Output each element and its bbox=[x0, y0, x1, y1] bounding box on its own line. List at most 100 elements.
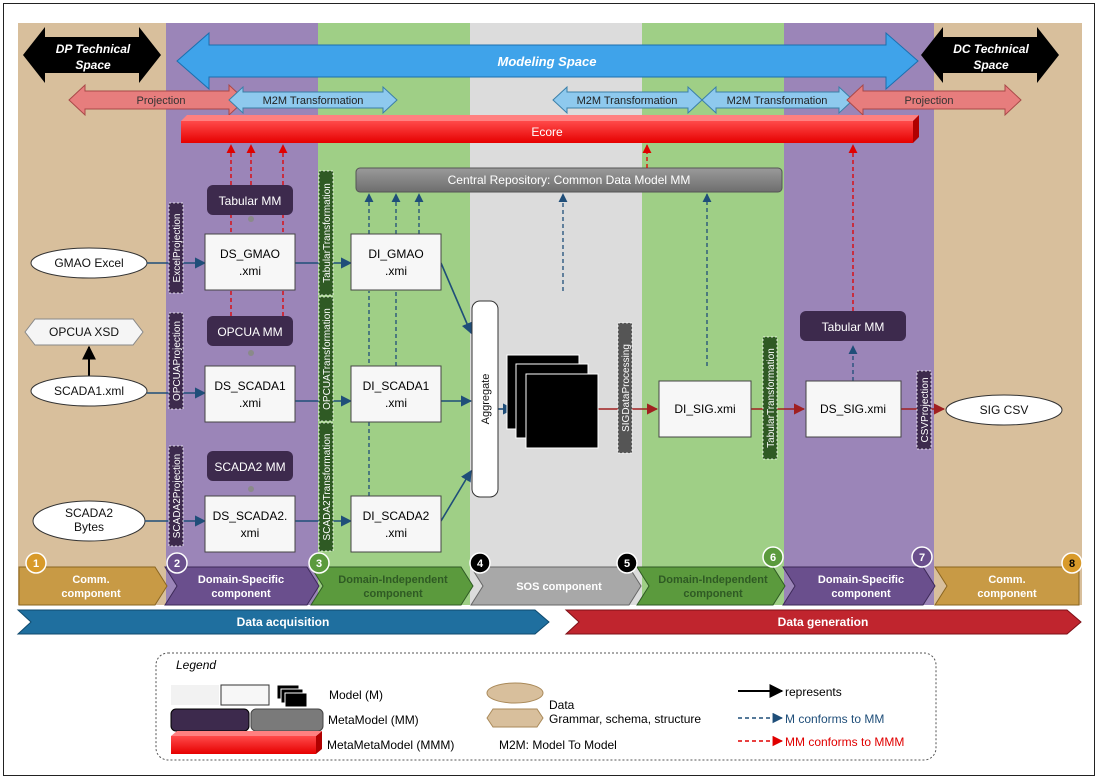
ecore-bar bbox=[181, 121, 913, 143]
tabular-mm-label: Tabular MM bbox=[219, 194, 282, 208]
legend-box bbox=[155, 652, 937, 761]
ds-scada2-model bbox=[204, 495, 296, 553]
dp-technical-space-arrow bbox=[23, 27, 161, 83]
sig-csv-data bbox=[945, 394, 1063, 426]
opcua-xsd-schema bbox=[24, 318, 144, 346]
legend-title: Legend bbox=[176, 658, 216, 672]
csv-projection-box bbox=[916, 370, 932, 450]
component-number-badge bbox=[1061, 552, 1083, 574]
component-number-badge bbox=[469, 552, 491, 574]
tabular-mm-right-label: Tabular MM bbox=[822, 320, 885, 334]
m2m-label-left: M2M Transformation bbox=[263, 95, 364, 107]
di-gmao-model bbox=[350, 233, 442, 291]
component-chevron-1 bbox=[18, 566, 168, 606]
dc-technical-space-line1: DC Technical bbox=[953, 42, 1029, 56]
sig-csv-label: SIG CSV bbox=[980, 403, 1029, 417]
component-number: 4 bbox=[477, 558, 484, 570]
di-gmao-line1: DI_GMAO bbox=[368, 247, 423, 261]
component-number: 8 bbox=[1069, 558, 1075, 570]
component-label: Domain-Specific bbox=[198, 574, 284, 586]
csv-projection-label: CSVProjection bbox=[920, 377, 931, 442]
projection-arrow-right bbox=[846, 83, 1022, 117]
legend-metamodel-swatch bbox=[170, 708, 250, 732]
component-number: 5 bbox=[624, 558, 630, 570]
tabular-transformation-box bbox=[318, 170, 334, 296]
tabular-transformation-label: TabularTransformation bbox=[322, 183, 333, 283]
di-gmao-line2: .xmi bbox=[385, 264, 407, 278]
dp-technical-space-line1: DP Technical bbox=[56, 42, 131, 56]
scada1-xml-label: SCADA1.xml bbox=[54, 384, 124, 398]
legend-mmm-label: MetaMetaModel (MMM) bbox=[327, 738, 454, 752]
legend-mmm-swatch bbox=[316, 731, 322, 754]
aggregate-box bbox=[471, 300, 499, 498]
scada2-transformation-box bbox=[318, 422, 334, 552]
di-sig-label: DI_SIG.xmi bbox=[674, 402, 735, 416]
data-acquisition-bar bbox=[16, 609, 550, 635]
opcua-projection-label: OPCUAProjection bbox=[172, 321, 183, 401]
di-scada1-line2: .xmi bbox=[385, 396, 407, 410]
sos-model-stack bbox=[525, 373, 599, 449]
flow-arrow bbox=[440, 470, 472, 522]
ds-scada1-model bbox=[204, 365, 296, 423]
legend-represents-label: represents bbox=[785, 685, 842, 699]
sig-data-processing-label: SIGDataProcessing bbox=[621, 344, 632, 432]
m2m-label-mid: M2M Transformation bbox=[577, 95, 678, 107]
di-scada2-line2: .xmi bbox=[385, 526, 407, 540]
scada2-bytes-line2: Bytes bbox=[74, 520, 104, 534]
component-number: 7 bbox=[919, 552, 925, 564]
m2m-arrow-left bbox=[228, 85, 398, 115]
projection-label-left: Projection bbox=[137, 95, 186, 107]
legend-model-swatch bbox=[284, 692, 308, 708]
component-number: 2 bbox=[174, 558, 180, 570]
projection-label-right: Projection bbox=[905, 95, 954, 107]
component-label: Comm. bbox=[72, 574, 109, 586]
ecore-label: Ecore bbox=[531, 125, 563, 139]
di-scada2-line1: DI_SCADA2 bbox=[363, 509, 430, 523]
ds-sig-model bbox=[805, 380, 902, 438]
legend-metamodel-label: MetaModel (MM) bbox=[328, 713, 419, 727]
ecore-bar-side bbox=[913, 115, 919, 143]
component-label: Comm. bbox=[988, 574, 1025, 586]
component-number: 6 bbox=[770, 552, 776, 564]
ds-gmao-model bbox=[204, 233, 296, 291]
scada2-transformation-label: SCADA2Transformation bbox=[322, 434, 333, 541]
ds-scada1-line1: DS_SCADA1 bbox=[214, 379, 286, 393]
scada2-projection-box bbox=[168, 445, 184, 547]
legend-data-label: Data bbox=[549, 698, 575, 712]
component-number-badge bbox=[762, 546, 784, 568]
legend-m2m-label: M2M: Model To Model bbox=[499, 738, 617, 752]
legend-m-conforms-label: M conforms to MM bbox=[785, 712, 884, 726]
component-number: 3 bbox=[316, 558, 322, 570]
opcua-xsd-label: OPCUA XSD bbox=[49, 325, 119, 339]
diagram-frame: DP Technical Space DC Technical Space Mo… bbox=[3, 3, 1095, 776]
ds-scada2-line1: DS_SCADA2. bbox=[213, 509, 288, 523]
architecture-diagram: DP Technical Space DC Technical Space Mo… bbox=[16, 23, 1083, 761]
component-label: component bbox=[211, 588, 271, 600]
excel-projection-label: ExcelProjection bbox=[172, 214, 183, 283]
component-label: component bbox=[363, 588, 423, 600]
tabular-transformation-right-label: TabularTransformation bbox=[766, 348, 777, 448]
component-label: component bbox=[683, 588, 743, 600]
data-generation-label: Data generation bbox=[778, 615, 869, 629]
tabular-mm bbox=[207, 185, 293, 215]
component-number: 1 bbox=[33, 558, 39, 570]
ecore-bar-top bbox=[181, 115, 919, 121]
component-label: Domain-Independent bbox=[658, 574, 768, 586]
ds-sig-label: DS_SIG.xmi bbox=[820, 402, 886, 416]
component-number-badge bbox=[616, 552, 638, 574]
component-number-badge bbox=[308, 552, 330, 574]
dp-technical-space-line2: Space bbox=[75, 58, 111, 72]
component-chevron-3 bbox=[310, 566, 474, 606]
component-number-badge bbox=[166, 552, 188, 574]
dc-technical-space-arrow bbox=[921, 27, 1059, 83]
ds-scada2-line2: xmi bbox=[241, 526, 260, 540]
opcua-transformation-box bbox=[318, 296, 334, 422]
di-scada1-model bbox=[350, 365, 442, 423]
legend-mm-conforms-label: MM conforms to MMM bbox=[785, 735, 904, 749]
central-repository-label: Central Repository: Common Data Model MM bbox=[448, 173, 691, 187]
opcua-mm bbox=[207, 316, 293, 346]
data-acquisition-label: Data acquisition bbox=[237, 615, 330, 629]
legend-grammar-label: Grammar, schema, structure bbox=[549, 712, 701, 726]
component-label: component bbox=[831, 588, 891, 600]
modeling-space-arrow bbox=[176, 31, 919, 91]
